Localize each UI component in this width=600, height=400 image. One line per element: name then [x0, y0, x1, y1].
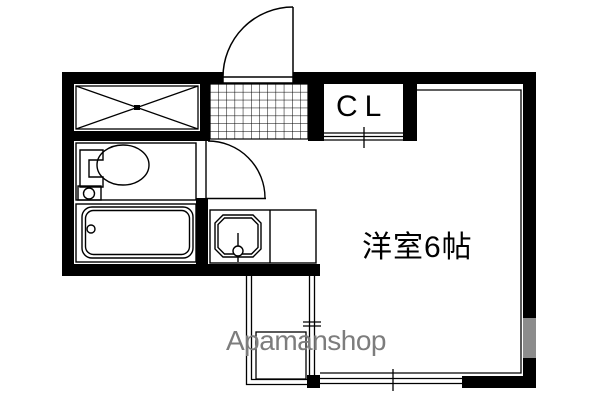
entrance-threshold — [222, 76, 294, 84]
bathroom-outline — [75, 203, 197, 263]
toilet-icon — [75, 142, 197, 201]
bathtub-icon — [75, 203, 197, 263]
room-size-label: 洋室6帖 — [362, 231, 473, 264]
toilet-room-outline — [75, 142, 197, 201]
toilet-bowl — [96, 144, 150, 186]
side-window-icon — [523, 318, 536, 358]
bathtub-drain — [86, 224, 96, 234]
interior-door-swing-arc — [207, 140, 266, 199]
wall-bottom-left — [62, 264, 320, 276]
walls — [62, 72, 536, 388]
bathtub-inner — [84, 209, 191, 256]
genkan-tile-icon — [209, 83, 309, 140]
room-inner-outline — [320, 89, 522, 374]
wall-kitchen-left — [196, 198, 208, 276]
bottom-window-icon — [313, 369, 462, 391]
wall-bottom-right — [462, 376, 536, 388]
wall-closet-right — [403, 72, 417, 141]
wall-right-upper — [523, 72, 536, 318]
balcony-icon — [245, 276, 321, 386]
entrance-door-icon — [222, 6, 294, 84]
toilet-base-box — [77, 185, 102, 201]
kitchen-sink-icon — [209, 209, 317, 264]
toilet-base-circle — [82, 187, 96, 200]
entrance-door-swing-arc — [222, 6, 294, 78]
kitchen-counter — [209, 209, 317, 264]
storage-cross-box-icon — [75, 85, 199, 130]
sink-faucet-knob — [232, 245, 244, 257]
wall-window-end-block — [307, 375, 320, 388]
wall-storage-right — [200, 72, 210, 141]
watermark-text: Apamanshop — [226, 325, 387, 356]
closet-sliding-door-icon — [324, 127, 403, 148]
interior-door-icon — [205, 140, 266, 200]
wall-genkan-closet — [308, 72, 324, 141]
wall-left — [62, 72, 74, 276]
wall-storage-bottom — [62, 131, 210, 141]
wall-top-left — [62, 72, 223, 84]
cross-center-dot — [134, 105, 140, 110]
closet-label: CL — [336, 90, 389, 123]
balcony-pan — [255, 331, 307, 380]
sink-basin-outer — [214, 214, 262, 258]
sink-basin-inner — [217, 217, 259, 255]
bathtub-outer — [81, 206, 194, 259]
